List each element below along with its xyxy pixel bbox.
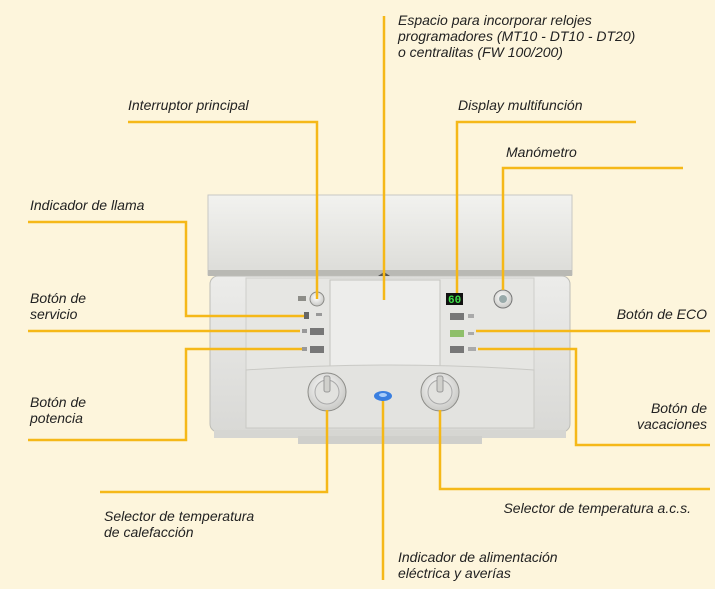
label-boton-servicio-line1: Botón de	[30, 290, 87, 306]
power-button	[310, 346, 324, 353]
label-display-multifuncion: Display multifunción	[458, 97, 583, 113]
label-espacio-line3: o centralitas (FW 100/200)	[398, 44, 563, 60]
label-indicador-llama: Indicador de llama	[30, 197, 145, 213]
label-boton-vacaciones-line2: vacaciones	[636, 416, 707, 432]
label-boton-vacaciones-line1: Botón de	[650, 400, 707, 416]
label-selector-calefaccion-line2: de calefacción	[104, 524, 194, 540]
boiler-top-casing	[207, 194, 573, 276]
label-interruptor-principal: Interruptor principal	[128, 97, 249, 113]
label-manometro: Manómetro	[506, 144, 577, 160]
label-boton-eco: Botón de ECO	[616, 306, 707, 322]
label-espacio-line1: Espacio para incorporar relojes	[398, 12, 592, 28]
label-indicador-alimentacion-line1: Indicador de alimentación	[398, 549, 558, 565]
label-espacio-line2: programadores (MT10 - DT10 - DT20)	[398, 28, 636, 44]
service-button	[310, 328, 324, 335]
label-boton-servicio-line2: servicio	[30, 306, 78, 322]
label-selector-acs: Selector de temperatura a.c.s.	[503, 500, 691, 516]
flame-indicator-led	[304, 312, 309, 319]
vacation-button	[450, 346, 464, 353]
label-indicador-alimentacion-line2: eléctrica y averías	[398, 565, 511, 581]
label-boton-potencia-line2: potencia	[30, 410, 83, 426]
label-selector-calefaccion-line1: Selector de temperatura	[104, 508, 255, 524]
display-readout: 60	[448, 295, 461, 307]
label-boton-potencia-line1: Botón de	[30, 394, 87, 410]
eco-button	[450, 313, 464, 320]
multifunction-display	[446, 293, 463, 305]
